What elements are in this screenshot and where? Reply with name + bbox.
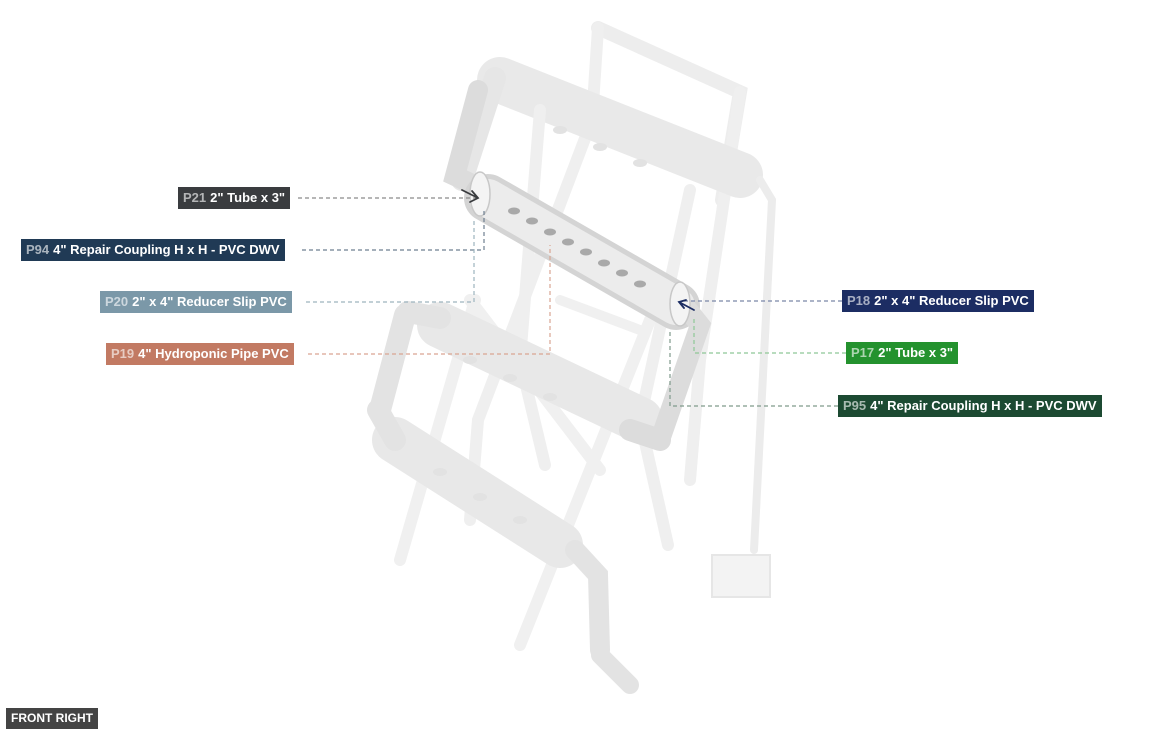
leader-p17	[693, 318, 846, 354]
ghost-structure	[367, 21, 777, 694]
arrow-p18	[677, 299, 695, 311]
callout-id: P21	[183, 190, 207, 205]
callout-text: 4" Repair Coupling H x H - PVC DWV	[53, 242, 280, 257]
arrow-p21	[461, 189, 480, 203]
callout-text: 2" Tube x 3"	[210, 190, 286, 205]
callout-text: 2" x 4" Reducer Slip PVC	[132, 294, 287, 309]
leader-p19	[308, 245, 551, 355]
callout-text: 4" Hydroponic Pipe PVC	[138, 346, 289, 361]
pipe-end-left	[469, 171, 491, 217]
pipe-holes	[508, 207, 646, 288]
callout-text: 2" Tube x 3"	[878, 345, 954, 360]
callout-text: 2" x 4" Reducer Slip PVC	[874, 293, 1029, 308]
leader-arrows	[461, 189, 695, 311]
leader-p20	[306, 218, 475, 303]
leader-p95	[669, 330, 838, 407]
leader-p94	[302, 210, 485, 251]
callout-id: P17	[851, 345, 875, 360]
callout-text: 4" Repair Coupling H x H - PVC DWV	[870, 398, 1097, 413]
callout-id: P95	[843, 398, 867, 413]
callout-id: P94	[26, 242, 50, 257]
leader-lines	[298, 197, 846, 407]
callout-id: P18	[847, 293, 871, 308]
view-label: FRONT RIGHT	[6, 708, 98, 729]
callout-id: P20	[105, 294, 129, 309]
callout-id: P19	[111, 346, 135, 361]
ghost-holes	[433, 126, 647, 524]
